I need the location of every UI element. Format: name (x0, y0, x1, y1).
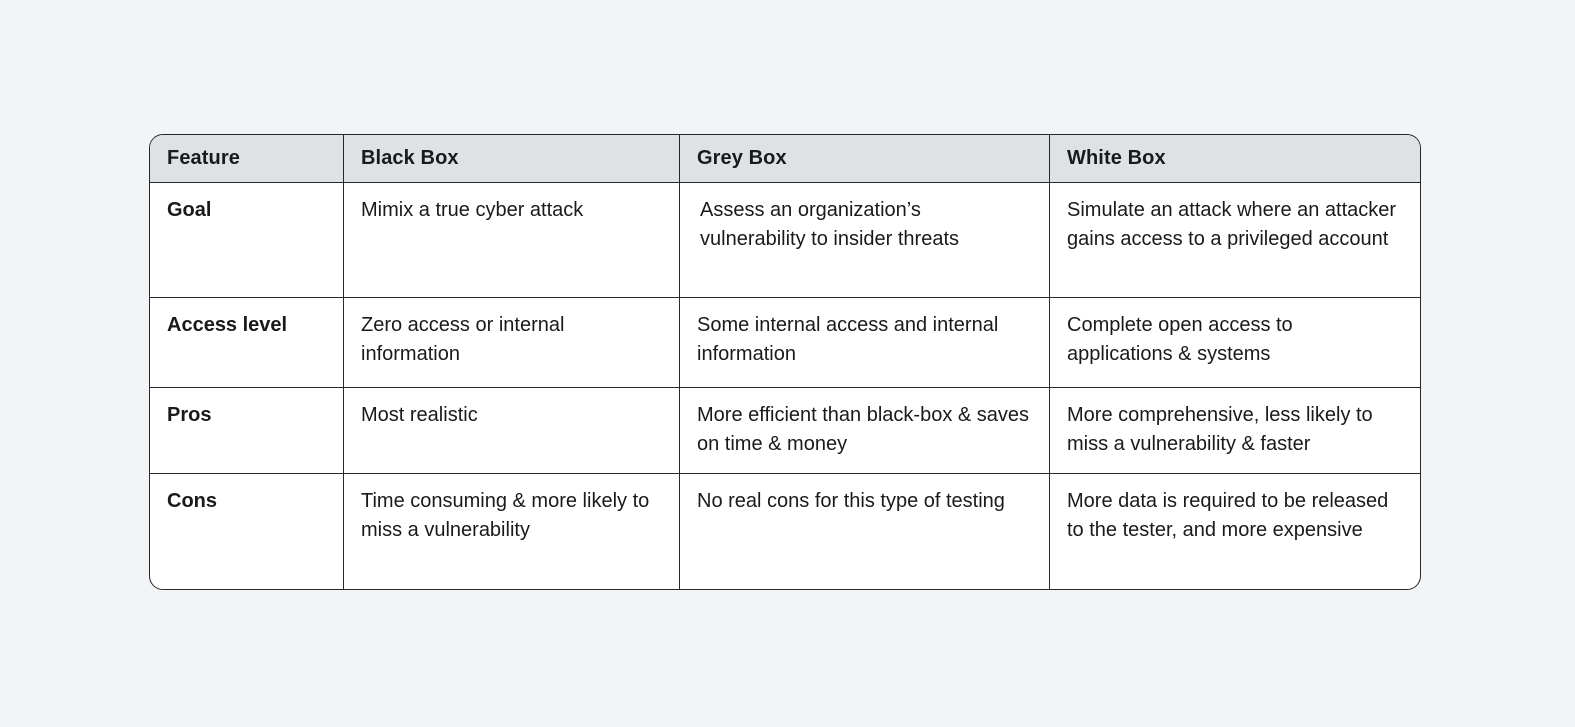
row-label-goal: Goal (150, 183, 344, 298)
table-cell-access-black-box: Zero access or internal information (344, 298, 680, 388)
pentest-comparison-table: Feature Black Box Grey Box White Box Goa… (149, 134, 1421, 590)
table-cell-goal-grey-box: Assess an organization’s vulnerability t… (680, 183, 1050, 298)
table-cell-goal-black-box: Mimix a true cyber attack (344, 183, 680, 298)
column-header-grey-box: Grey Box (680, 135, 1050, 183)
table-cell-access-white-box: Complete open access to applications & s… (1050, 298, 1420, 388)
row-label-pros: Pros (150, 388, 344, 474)
table-cell-cons-black-box: Time consuming & more likely to miss a v… (344, 474, 680, 589)
table-cell-cons-grey-box: No real cons for this type of testing (680, 474, 1050, 589)
row-label-cons: Cons (150, 474, 344, 589)
column-header-black-box: Black Box (344, 135, 680, 183)
table-cell-pros-grey-box: More efficient than black-box & saves on… (680, 388, 1050, 474)
row-label-access-level: Access level (150, 298, 344, 388)
table-cell-pros-black-box: Most realistic (344, 388, 680, 474)
table-cell-cons-white-box: More data is required to be released to … (1067, 490, 1389, 541)
table-cell-access-grey-box: Some internal access and internal inform… (680, 298, 1050, 388)
table-cell-pros-white-box: More comprehensive, less likely to miss … (1050, 388, 1420, 474)
table-cell-goal-white-box: Simulate an attack where an attacker gai… (1050, 183, 1420, 298)
column-header-white-box: White Box (1050, 135, 1420, 183)
column-header-feature: Feature (150, 135, 344, 183)
